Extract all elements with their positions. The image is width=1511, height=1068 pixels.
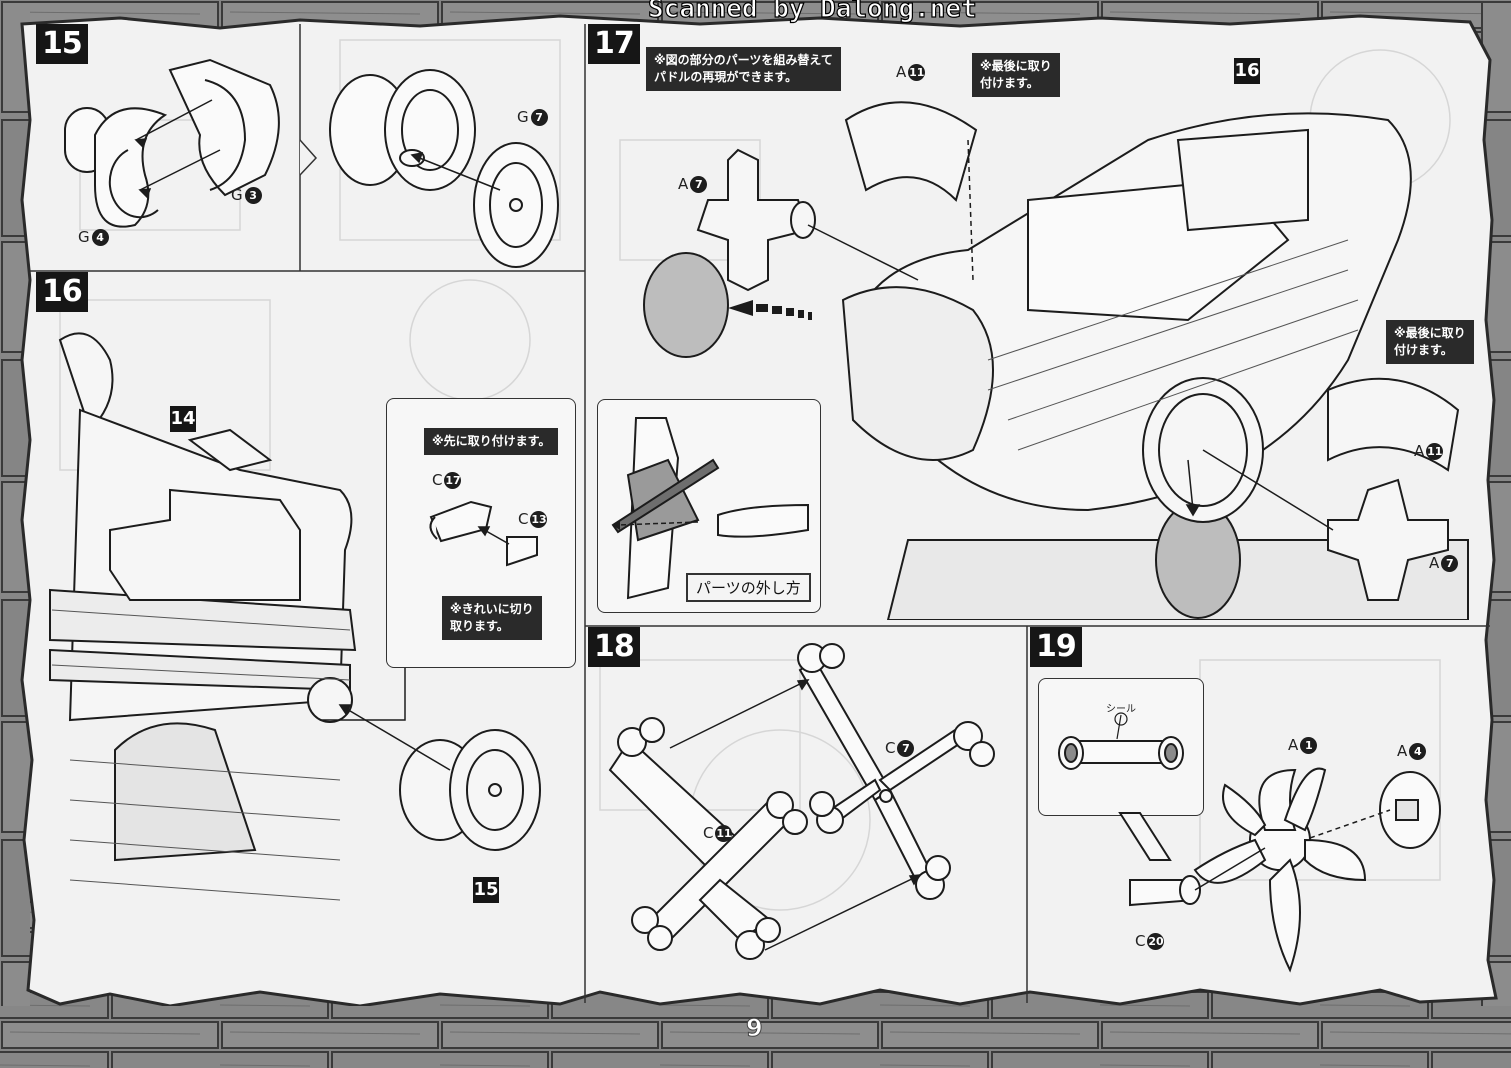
note-paddle-reconfigure: ※図の部分のパーツを組み替えて パドルの再現ができます。 — [646, 47, 841, 91]
step-19-illustration — [1118, 767, 1441, 973]
note-attach-first: ※先に取り付けます。 — [424, 428, 559, 455]
scanner-watermark: Scanned by Dalong.net — [647, 0, 977, 25]
page-number: 9 — [746, 1014, 764, 1043]
note-cut-cleanly: ※きれいに切り 取ります。 — [442, 596, 542, 640]
note-attach-last-right: ※最後に取り 付けます。 — [1386, 320, 1474, 364]
step-18-number: 18 — [588, 627, 640, 667]
step-17-illustration — [643, 101, 1469, 620]
step-17-number: 17 — [588, 24, 640, 64]
step-15-number: 15 — [36, 24, 88, 64]
removal-method-label: パーツの外し方 — [686, 573, 811, 602]
ref-step-16: 16 — [1234, 58, 1260, 84]
note-attach-last-top: ※最後に取り 付けます。 — [972, 53, 1060, 97]
ref-step-14: 14 — [170, 406, 196, 432]
step-18-illustration — [608, 643, 995, 960]
removal-inset — [597, 399, 821, 613]
seal-label: シール — [1106, 704, 1136, 715]
step-16-illustration — [49, 332, 541, 901]
step-16-number: 16 — [36, 272, 88, 312]
ref-step-15: 15 — [473, 877, 499, 903]
seal-inset — [1038, 678, 1204, 816]
step-15-illustration — [64, 58, 559, 268]
step-19-number: 19 — [1030, 627, 1082, 667]
